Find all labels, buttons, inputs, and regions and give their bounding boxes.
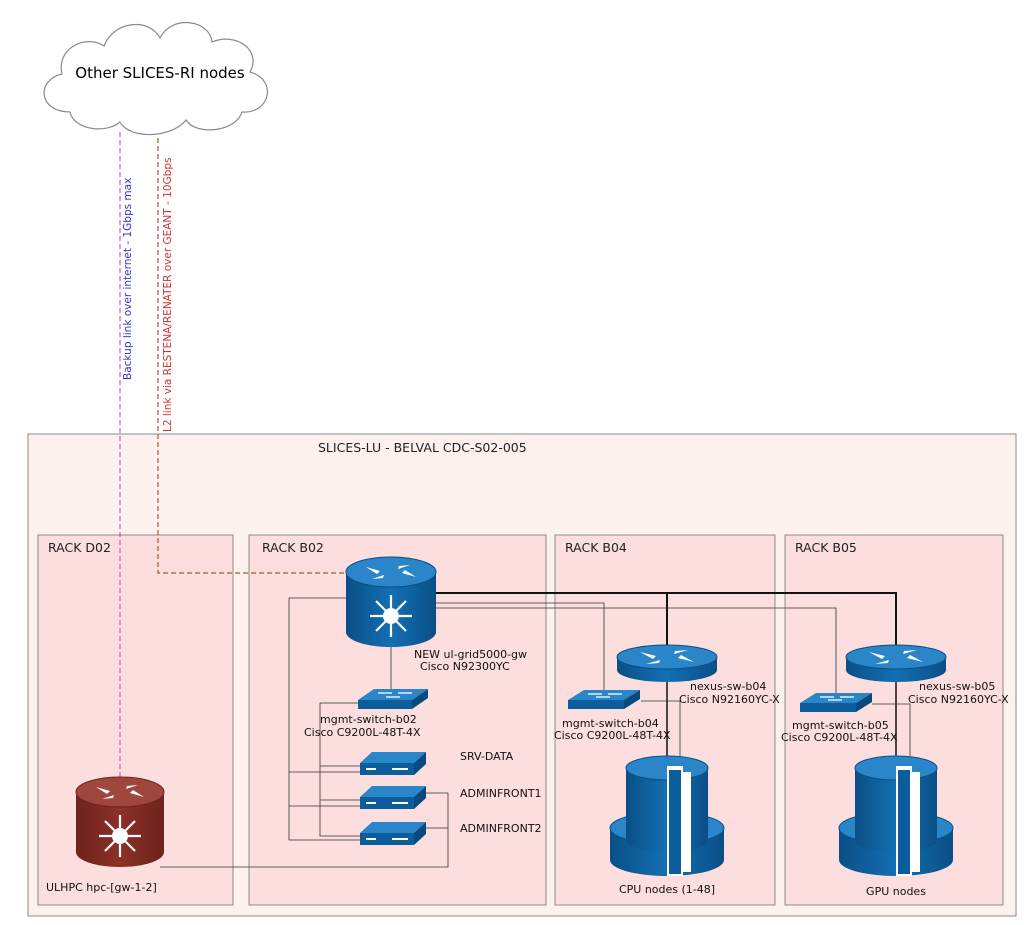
cloud-label: Other SLICES-RI nodes <box>75 64 245 82</box>
router-icon[interactable] <box>845 644 947 682</box>
adminfront1-label: ADMINFRONT1 <box>460 787 542 800</box>
hpc-gw-label: ULHPC hpc-[gw-1-2] <box>46 881 157 894</box>
l2-link <box>157 138 348 574</box>
rack-b02-title: RACK B02 <box>262 540 324 555</box>
cluster-icon[interactable] <box>838 755 954 876</box>
router-icon[interactable] <box>75 776 165 867</box>
gpu-nodes-label: GPU nodes <box>866 885 926 898</box>
backup-link-label: Backup link over internet - 1Gbps max <box>122 178 134 380</box>
nexus-b05-model: Cisco N92160YC-X <box>908 693 1009 706</box>
mgmt-b04-name: mgmt-switch-b04 <box>562 717 659 730</box>
grid-gw-name: NEW ul-grid5000-gw <box>414 648 527 661</box>
rack-b05-title: RACK B05 <box>795 540 857 555</box>
server-icon[interactable] <box>360 752 426 775</box>
rack-b04-title: RACK B04 <box>565 540 627 555</box>
rack-d02-title: RACK D02 <box>48 540 111 555</box>
mgmt-b02-name: mgmt-switch-b02 <box>320 713 417 726</box>
cpu-nodes-label: CPU nodes (1-48] <box>619 883 715 896</box>
router-icon[interactable] <box>345 556 437 647</box>
srv-data-label: SRV-DATA <box>460 750 514 763</box>
mgmt-b05-name: mgmt-switch-b05 <box>792 719 889 732</box>
switch-icon[interactable] <box>358 689 428 709</box>
cluster-icon[interactable] <box>609 755 725 876</box>
connections <box>160 592 911 868</box>
cloud-icon <box>43 22 268 136</box>
mgmt-b02-model: Cisco C9200L-48T-4X <box>304 726 421 739</box>
l2-link-label: L2 link via RESTENA/RENATER over GEANT -… <box>162 158 174 432</box>
nexus-b04-name: nexus-sw-b04 <box>690 680 766 693</box>
server-icon[interactable] <box>360 786 426 809</box>
site-title: SLICES-LU - BELVAL CDC-S02-005 <box>318 440 527 455</box>
mgmt-b04-model: Cisco C9200L-48T-4X <box>554 729 671 742</box>
mgmt-b05-model: Cisco C9200L-48T-4X <box>781 731 898 744</box>
switch-icon[interactable] <box>800 693 872 712</box>
adminfront2-label: ADMINFRONT2 <box>460 822 542 835</box>
nexus-b04-model: Cisco N92160YC-X <box>679 693 780 706</box>
switch-icon[interactable] <box>568 690 640 709</box>
router-icon[interactable] <box>616 644 718 682</box>
nexus-b05-name: nexus-sw-b05 <box>919 680 995 693</box>
server-icon[interactable] <box>360 822 426 845</box>
grid-gw-model: Cisco N92300YC <box>420 660 510 673</box>
